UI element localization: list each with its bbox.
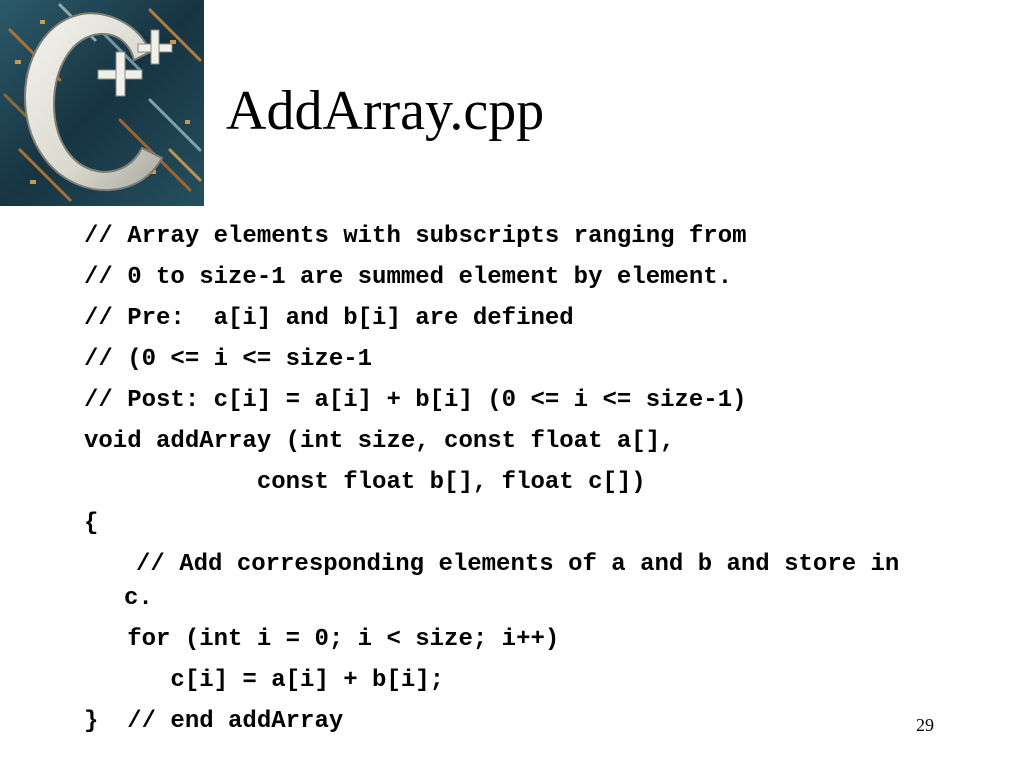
code-line: { [84,510,99,537]
code-line: // (0 <= i <= size-1 [84,346,373,373]
code-line: c[i] = a[i] + b[i]; [84,667,445,694]
code-line: for (int i = 0; i < size; i++) [84,626,560,653]
page-number: 29 [916,715,934,735]
code-block: // Array elements with subscripts rangin… [84,216,964,742]
code-line: // Add corresponding elements of a and b… [124,551,900,612]
cpp-logo-icon [0,0,204,206]
code-line: // Post: c[i] = a[i] + b[i] (0 <= i <= s… [84,387,747,414]
code-line: } // end addArray [84,708,344,735]
slide-title: AddArray.cpp [226,80,545,142]
code-line: void addArray (int size, const float a[]… [84,428,675,455]
code-line: // Array elements with subscripts rangin… [84,223,747,250]
code-line: const float b[], float c[]) [84,469,646,496]
code-line: // Pre: a[i] and b[i] are defined [84,305,574,332]
code-line: // 0 to size-1 are summed element by ele… [84,264,733,291]
